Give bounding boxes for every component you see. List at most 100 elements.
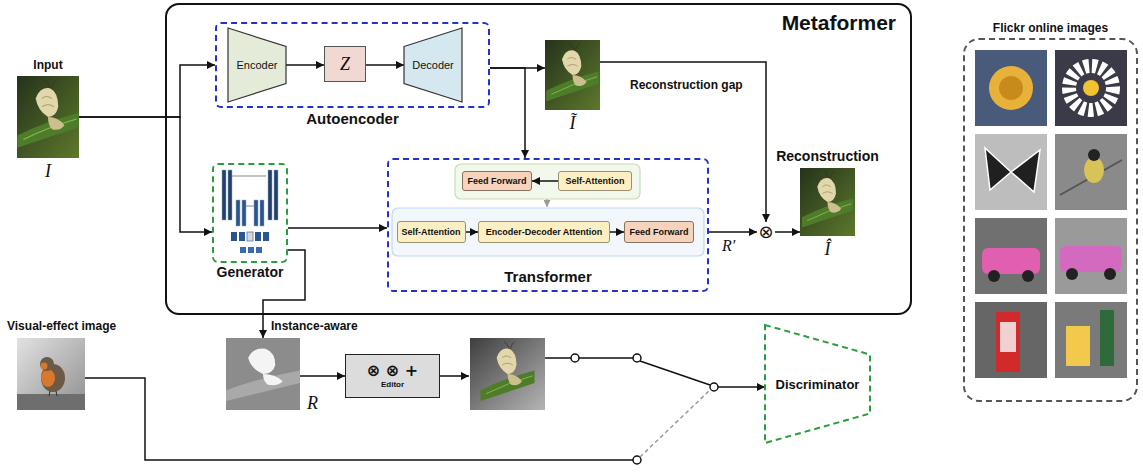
flickr-thumbnails [975,50,1127,378]
connector-line [709,231,757,233]
mask-shape [226,349,300,401]
unet-bar [236,200,240,226]
operator-symbol: ⊗ [758,222,773,242]
daisy-centre [1083,80,1099,96]
autoencoder-group: AutoencoderEncoderZDecoder [215,22,490,108]
mask-butterfly [263,374,283,385]
block-label: Discriminator [776,377,860,392]
connector-line [600,62,766,222]
wheel [1104,268,1116,280]
visual-effect-photo [17,338,85,410]
group-title: Transformer [504,268,592,285]
group-title: Autoencoder [306,110,399,127]
connector [709,232,757,233]
connector [600,62,766,222]
connector-line [300,375,345,377]
pink-car [982,248,1040,274]
connector [79,65,215,117]
editor-output-arrow [440,375,469,377]
group-title: Generator [217,264,284,280]
unet-bar [268,170,272,220]
math-symbol: R [307,393,318,413]
connector-line [79,117,212,232]
connector-line [490,68,525,158]
bottle [1100,310,1114,366]
unet-bar [263,232,269,241]
encoder-block-shape [228,28,286,102]
phone-booth [996,312,1020,372]
perch [17,394,85,410]
unet-bar [228,170,232,220]
connector [288,228,387,229]
connector [775,232,800,233]
decoder-layer-panel [392,208,704,256]
butterfly-photo [802,171,853,227]
connector-line [610,231,624,233]
operator-symbol: ⊗ ⊗ + [367,362,418,380]
unet-bar [260,200,264,226]
math-symbol: I [45,161,51,181]
photo-ground [545,40,600,110]
wheel [1022,270,1034,282]
photo-ground [17,338,85,410]
latent-box: Z [324,46,366,82]
block-label: Editor [381,380,404,390]
decoder-block: Decoder [404,28,462,102]
bw-butterfly [985,148,1040,192]
thumbnail [975,134,1047,210]
edge-label: Instance-aware [271,319,358,333]
input-image [17,76,79,158]
connector-line [775,231,800,233]
block-label: Encoder [237,59,278,71]
math-symbol: Î [825,239,831,259]
unet-bar [274,170,278,220]
process-box: Self-Attention [397,221,466,243]
connector [286,65,324,66]
wheel [1066,268,1078,280]
unet-bar [239,232,245,241]
unet-icon [222,170,278,253]
booth-window [1000,322,1016,352]
unet-bar [254,200,258,226]
autoencoder-output-image [545,40,600,110]
switch [545,354,718,464]
bird-head [1088,149,1100,161]
unet-bar [248,247,254,253]
process-box: Feed Forward [624,221,694,243]
thumbnail [1055,302,1127,378]
connector-line [288,227,387,229]
thumbnail [1055,134,1127,210]
unet-bar [242,200,246,226]
photo-ground [470,338,545,410]
switch-pin [633,354,641,362]
transformer-group: TransformerFeed ForwardSelf-AttentionSel… [387,158,709,292]
block-label: Self-Attention [566,176,625,187]
frame-title: Flickr online images [993,21,1108,35]
process-box: Self-Attention [558,171,632,191]
image-node: R [226,338,300,410]
beer-glass [1066,326,1090,366]
mask-image [226,338,300,410]
metaformer-frame: MetaformerAutoencoderEncoderZDecoderĨGen… [165,3,912,315]
butterfly-photo [546,44,599,102]
connector-line [640,389,711,457]
photo-ground [800,168,855,236]
multiply-node: ⊗ [757,222,775,242]
connector-line [366,64,404,66]
connector [610,232,624,233]
unet-bar [255,232,261,241]
mask-ground [226,338,300,410]
connector-line [532,180,558,182]
edited-image [470,338,545,410]
switch-wire [545,358,710,385]
thumbnail [975,302,1047,378]
pink-car [1060,246,1122,272]
image-node: ReconstructionÎ [800,168,855,236]
image-node: Ĩ [545,40,600,110]
thumbnail [1055,218,1127,294]
math-symbol: Z [340,54,350,74]
rose [999,76,1023,100]
thumbnail [975,50,1047,126]
thumbnail [975,218,1047,294]
